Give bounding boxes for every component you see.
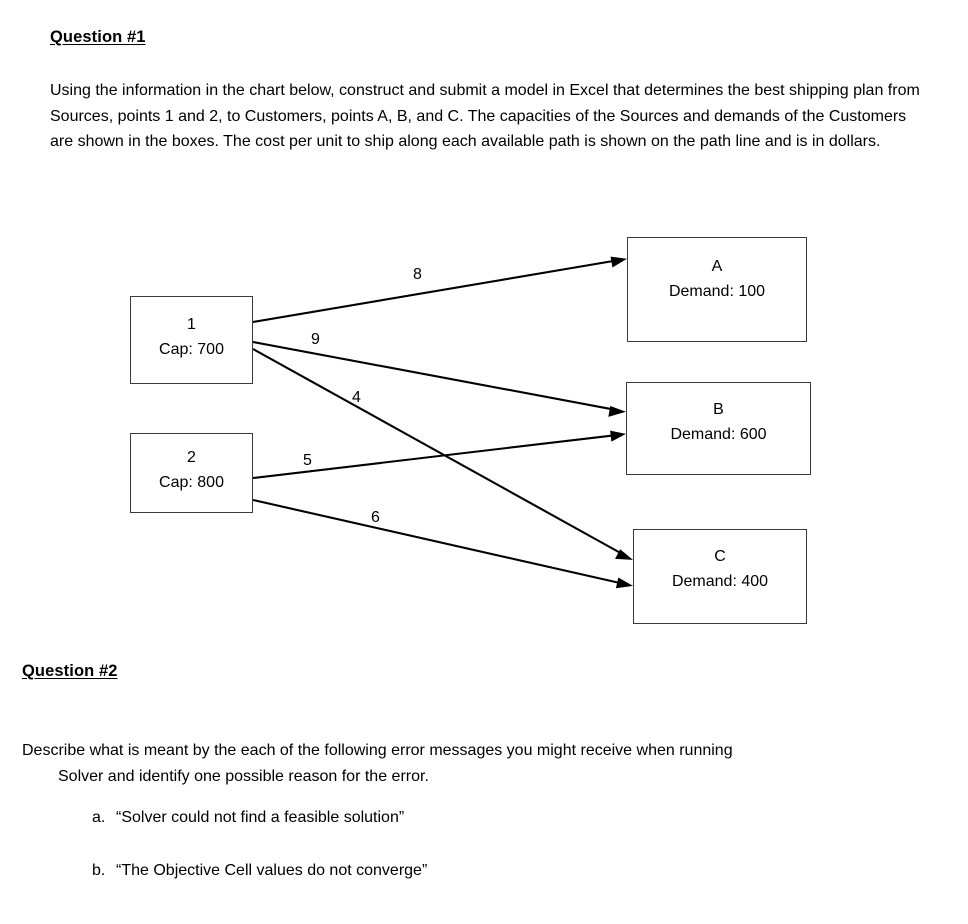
source-node-2: 2 Cap: 800	[130, 433, 253, 513]
edge-1-to-A	[252, 256, 627, 324]
customer-node-a: A Demand: 100	[627, 237, 807, 342]
customer-node-b: B Demand: 600	[626, 382, 811, 475]
customer-node-c: C Demand: 400	[633, 529, 807, 624]
list-item-a-marker: a.	[92, 809, 106, 826]
customer-node-b-demand: Demand: 600	[670, 425, 767, 443]
source-node-1-label: 1	[187, 316, 196, 333]
list-item-a: a. “Solver could not find a feasible solu…	[92, 806, 404, 830]
source-node-2-capacity: Cap: 800	[159, 474, 224, 491]
source-node-1: 1 Cap: 700	[130, 296, 253, 384]
edge-cost-label-2-c: 6	[371, 509, 380, 526]
edge-1-to-B	[252, 340, 626, 417]
customer-node-c-demand: Demand: 400	[671, 572, 769, 590]
list-item-b: b. “The Objective Cell values do not conv…	[92, 859, 427, 883]
edge-cost-label-1-b: 9	[311, 331, 320, 348]
edge-cost-label-2-b: 5	[303, 452, 312, 469]
question-2-body-text: Describe what is meant by the each of th…	[22, 738, 932, 789]
source-node-1-capacity: Cap: 700	[159, 341, 224, 358]
customer-node-b-label: B	[713, 400, 724, 418]
customer-node-a-label: A	[711, 257, 723, 275]
list-item-b-marker: b.	[92, 862, 106, 879]
question-2-body-line-2: Solver and identify one possible reason …	[58, 767, 429, 785]
customer-node-c-label: C	[714, 547, 726, 565]
list-item-a-text: “Solver could not find a feasible soluti…	[116, 809, 405, 826]
question-2-heading: Question #2	[22, 662, 118, 680]
edge-cost-label-1-a: 8	[413, 266, 422, 283]
list-item-b-text: “The Objective Cell values do not conver…	[116, 862, 428, 879]
question-1-body-text: Using the information in the chart below…	[50, 82, 920, 150]
source-node-2-label: 2	[187, 449, 196, 466]
edge-cost-label-1-c: 4	[352, 389, 361, 406]
edge-2-to-C	[252, 498, 633, 589]
customer-node-a-demand: Demand: 100	[668, 282, 766, 300]
question-2-body-line-1: Describe what is meant by the each of th…	[22, 742, 733, 759]
question-1-heading: Question #1	[50, 28, 146, 46]
